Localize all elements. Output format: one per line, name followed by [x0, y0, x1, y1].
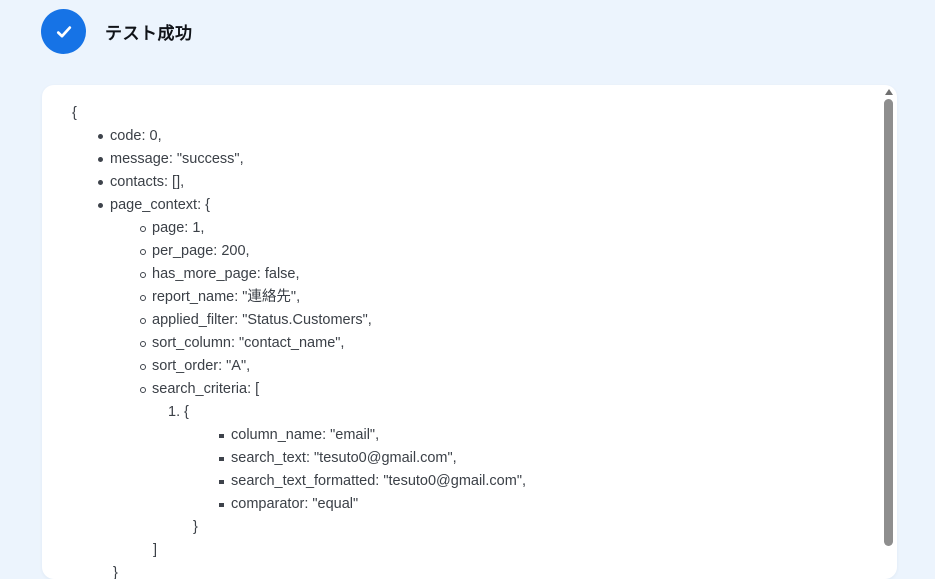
json-line-text: ]	[153, 542, 158, 558]
status-header: テスト成功	[41, 9, 193, 54]
circle-bullet	[136, 332, 152, 355]
json-line: contacts: [],	[42, 171, 897, 194]
json-line: comparator: "equal"	[42, 493, 897, 516]
square-bullet	[215, 447, 231, 470]
no-bullet	[137, 539, 153, 562]
json-line-text: per_page: 200,	[152, 243, 250, 259]
checkmark-icon	[56, 25, 71, 38]
json-line: page_context: {	[42, 194, 897, 217]
json-line: search_text_formatted: "tesuto0@gmail.co…	[42, 470, 897, 493]
json-line: sort_order: "A",	[42, 355, 897, 378]
json-line-text: column_name: "email",	[231, 427, 380, 443]
json-line: per_page: 200,	[42, 240, 897, 263]
circle-bullet	[136, 217, 152, 240]
json-line: page: 1,	[42, 217, 897, 240]
json-line-text: page: 1,	[152, 220, 205, 236]
json-tree: { code: 0, message: "success", contacts: []…	[42, 102, 897, 579]
json-line: sort_column: "contact_name",	[42, 332, 897, 355]
no-bullet	[56, 102, 72, 125]
disc-bullet	[94, 194, 110, 217]
json-line: report_name: "連絡先",	[42, 286, 897, 309]
disc-bullet	[94, 148, 110, 171]
response-panel: { code: 0, message: "success", contacts: []…	[42, 85, 897, 579]
scroll-up-arrow-icon[interactable]	[885, 89, 893, 95]
success-check-icon	[41, 9, 86, 54]
number-bullet: 1.	[168, 404, 181, 420]
circle-bullet	[136, 309, 152, 332]
json-line-text: code: 0,	[110, 128, 162, 144]
json-line-text: sort_column: "contact_name",	[152, 335, 345, 351]
circle-bullet	[136, 355, 152, 378]
json-line: search_text: "tesuto0@gmail.com",	[42, 447, 897, 470]
circle-bullet	[136, 240, 152, 263]
json-line-text: applied_filter: "Status.Customers",	[152, 312, 372, 328]
json-line-text: search_criteria: [	[152, 381, 260, 397]
square-bullet	[215, 493, 231, 516]
json-line-text: page_context: {	[110, 197, 210, 213]
json-line-text: search_text: "tesuto0@gmail.com",	[231, 450, 457, 466]
json-line: applied_filter: "Status.Customers",	[42, 309, 897, 332]
json-line-text: report_name: "連絡先",	[152, 289, 301, 305]
json-line: message: "success",	[42, 148, 897, 171]
json-line-text: message: "success",	[110, 151, 244, 167]
json-line: search_criteria: [	[42, 378, 897, 401]
json-line: 1.{	[42, 401, 897, 424]
json-line-text: sort_order: "A",	[152, 358, 251, 374]
circle-bullet	[136, 286, 152, 309]
test-result-title: テスト成功	[105, 24, 193, 43]
disc-bullet	[94, 125, 110, 148]
json-line: {	[42, 102, 897, 125]
json-line-text: comparator: "equal"	[231, 496, 359, 512]
circle-bullet	[136, 263, 152, 286]
json-line: }	[42, 562, 897, 579]
json-line: ]	[42, 539, 897, 562]
json-line-text: search_text_formatted: "tesuto0@gmail.co…	[231, 473, 527, 489]
json-line: has_more_page: false,	[42, 263, 897, 286]
scrollbar[interactable]	[884, 85, 894, 579]
no-bullet	[97, 562, 113, 579]
scrollbar-thumb[interactable]	[884, 99, 893, 546]
square-bullet	[215, 470, 231, 493]
square-bullet	[215, 424, 231, 447]
json-line-text: has_more_page: false,	[152, 266, 300, 282]
json-line-text: }	[193, 519, 198, 535]
json-line: column_name: "email",	[42, 424, 897, 447]
no-bullet	[177, 516, 193, 539]
json-line-text: }	[113, 565, 118, 579]
circle-bullet	[136, 378, 152, 401]
disc-bullet	[94, 171, 110, 194]
json-line-text: contacts: [],	[110, 174, 185, 190]
json-line-text: {	[72, 105, 77, 121]
json-line: }	[42, 516, 897, 539]
json-line: code: 0,	[42, 125, 897, 148]
json-line-text: {	[184, 404, 189, 420]
